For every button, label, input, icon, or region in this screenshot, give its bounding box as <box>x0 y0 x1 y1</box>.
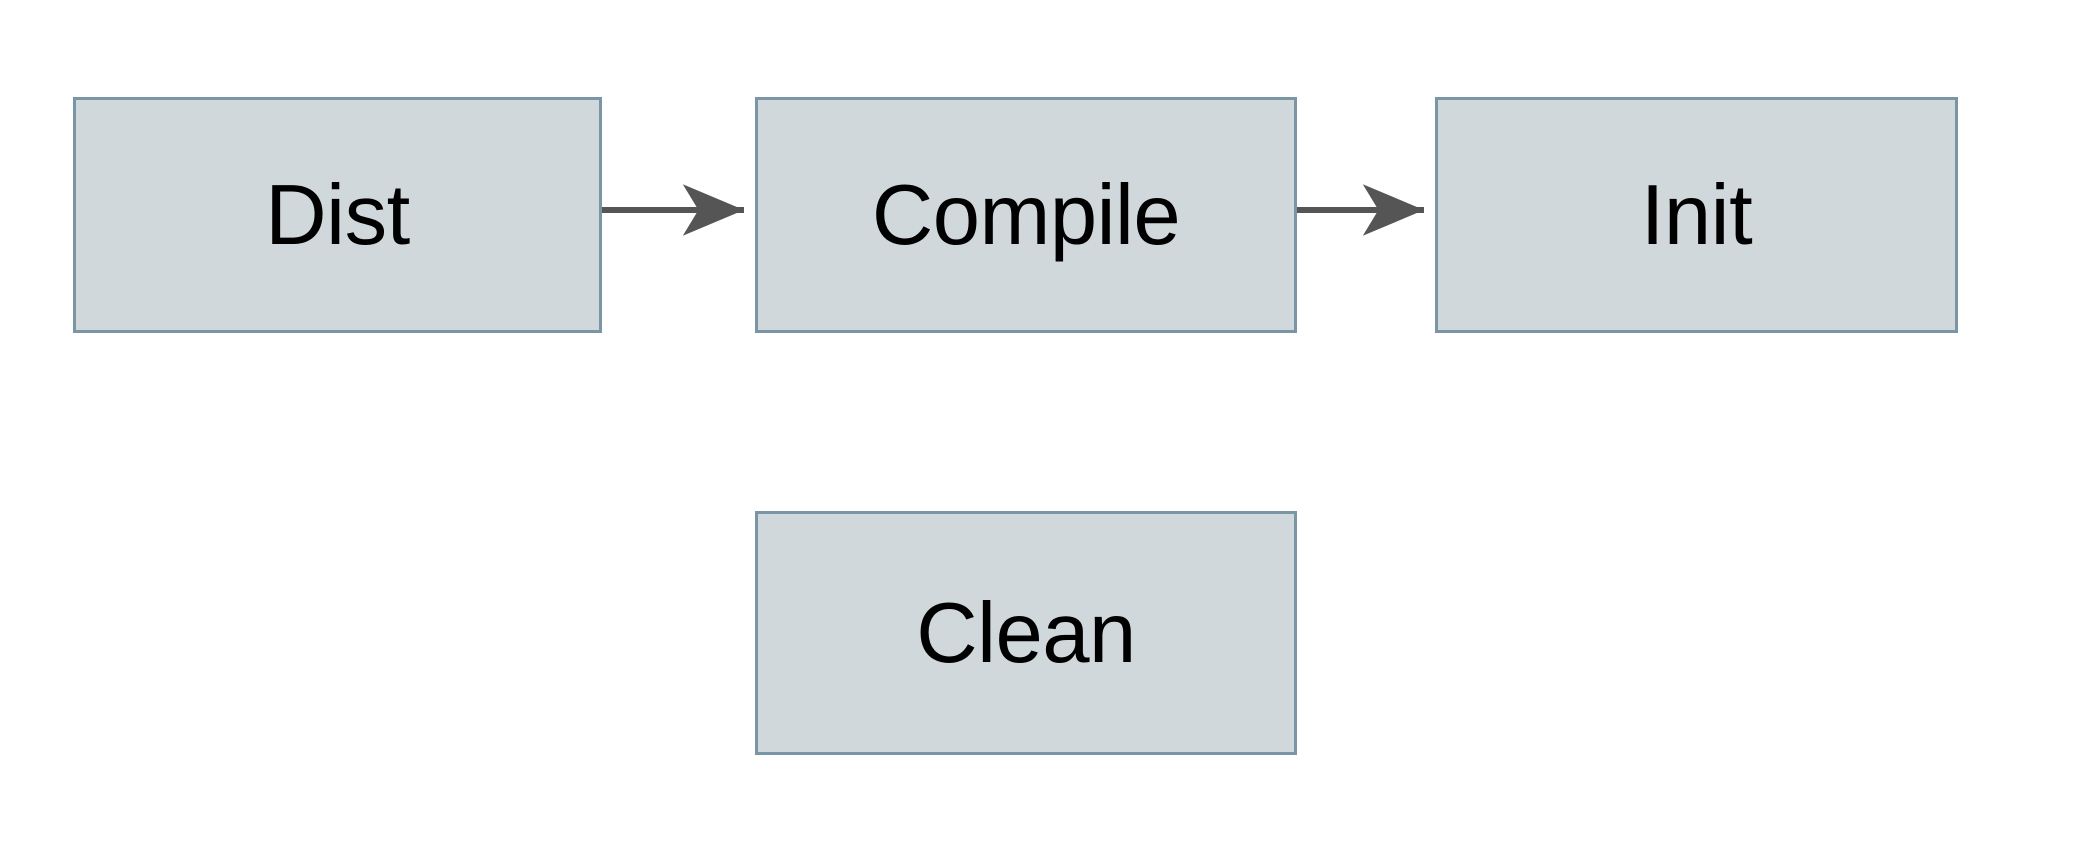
node-init-label: Init <box>1640 167 1753 263</box>
node-dist-label: Dist <box>265 167 410 263</box>
node-compile-label: Compile <box>871 167 1181 263</box>
node-compile[interactable]: Compile <box>755 97 1297 333</box>
node-dist[interactable]: Dist <box>73 97 602 333</box>
node-clean-label: Clean <box>916 585 1136 681</box>
node-init[interactable]: Init <box>1435 97 1958 333</box>
node-clean[interactable]: Clean <box>755 511 1297 755</box>
